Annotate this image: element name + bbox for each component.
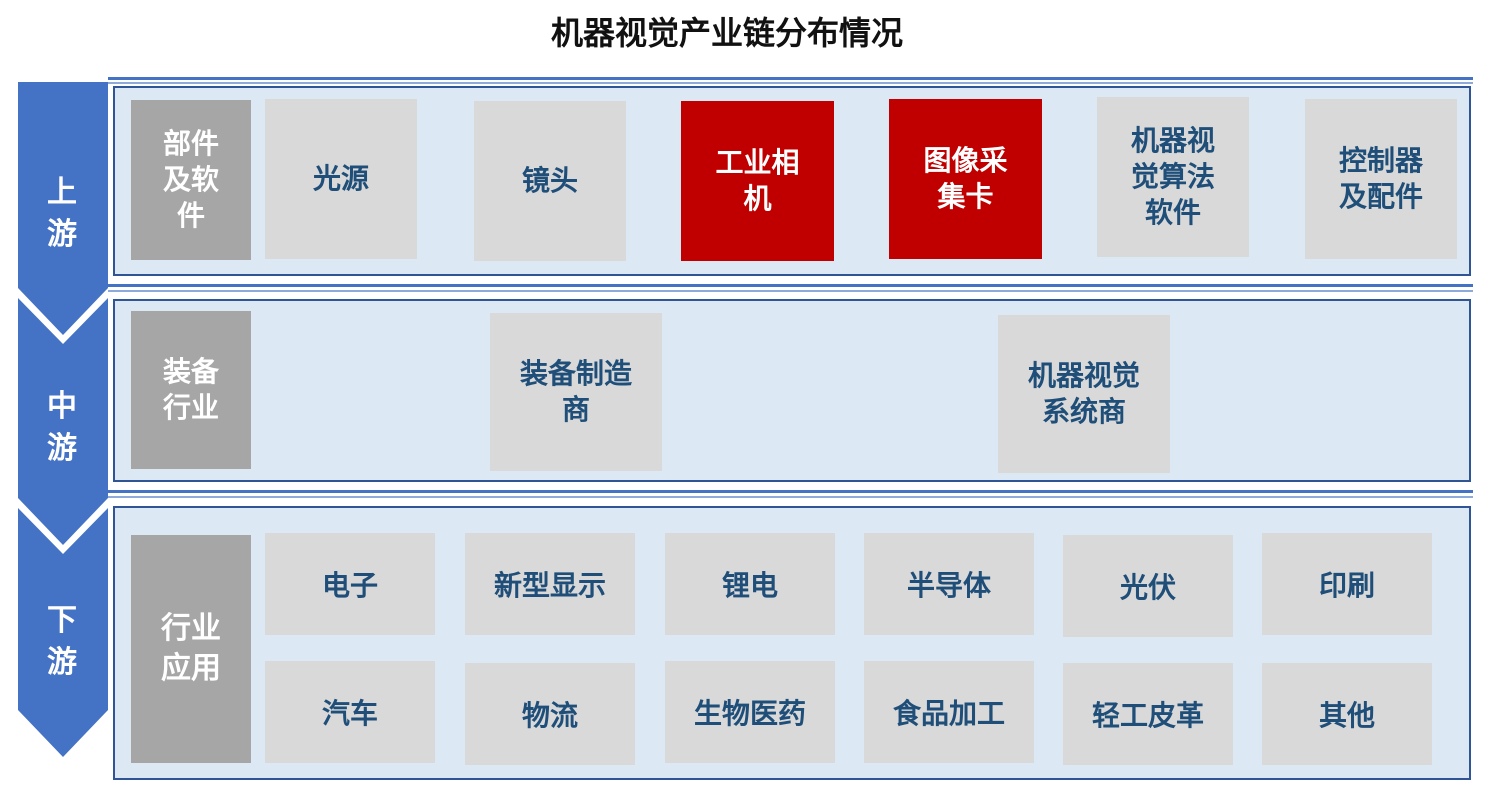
- upstream-item-lens: 镜头: [474, 101, 626, 261]
- downstream-item-photovoltaic: 光伏: [1063, 535, 1233, 637]
- downstream-item-other: 其他: [1262, 663, 1432, 765]
- midstream-tier: 装备 行业 装备制造 商 机器视觉 系统商: [113, 299, 1471, 482]
- separator-line: [108, 490, 1473, 493]
- stage-arrows: [18, 82, 108, 757]
- diagram-title: 机器视觉产业链分布情况: [550, 14, 903, 52]
- downstream-header-box: 行业 应用: [131, 535, 251, 763]
- upstream-item-controller: 控制器 及配件: [1305, 99, 1457, 259]
- upstream-item-frame-grabber: 图像采 集卡: [889, 99, 1042, 259]
- midstream-arrow: [18, 298, 108, 545]
- upstream-header-box: 部件 及软 件: [131, 100, 251, 260]
- separator-line: [108, 284, 1473, 287]
- separator-line: [108, 496, 1473, 498]
- stage-label-upstream: 上 游: [47, 175, 77, 252]
- separator-line: [108, 290, 1473, 292]
- downstream-item-automotive: 汽车: [265, 661, 435, 763]
- upstream-arrow: [18, 82, 108, 335]
- midstream-item-vision-integrator: 机器视觉 系统商: [998, 315, 1170, 473]
- downstream-item-new-display: 新型显示: [465, 533, 635, 635]
- downstream-arrow: [18, 508, 108, 757]
- downstream-item-electronics: 电子: [265, 533, 435, 635]
- downstream-item-light-industry-leather: 轻工皮革: [1063, 663, 1233, 765]
- downstream-item-logistics: 物流: [465, 663, 635, 765]
- separator-line: [108, 77, 1473, 80]
- midstream-item-equipment-maker: 装备制造 商: [490, 313, 662, 471]
- upstream-item-vision-software: 机器视 觉算法 软件: [1097, 97, 1249, 257]
- downstream-item-printing: 印刷: [1262, 533, 1432, 635]
- upstream-item-light-source: 光源: [265, 99, 417, 259]
- downstream-item-semiconductor: 半导体: [864, 533, 1034, 635]
- separator-line: [108, 82, 1473, 84]
- downstream-item-food-processing: 食品加工: [864, 661, 1034, 763]
- upstream-item-industrial-camera: 工业相 机: [681, 101, 834, 261]
- downstream-item-biomedicine: 生物医药: [665, 661, 835, 763]
- midstream-header-box: 装备 行业: [131, 311, 251, 469]
- downstream-tier: 行业 应用 电子 新型显示 锂电 半导体 光伏 印刷 汽车 物流 生物医药 食品…: [113, 506, 1471, 780]
- stage-label-midstream: 中 游: [47, 389, 77, 466]
- upstream-tier: 部件 及软 件 光源 镜头 工业相 机 图像采 集卡 机器视 觉算法 软件 控制…: [113, 86, 1471, 276]
- stage-label-downstream: 下 游: [47, 603, 77, 680]
- downstream-item-lithium-battery: 锂电: [665, 533, 835, 635]
